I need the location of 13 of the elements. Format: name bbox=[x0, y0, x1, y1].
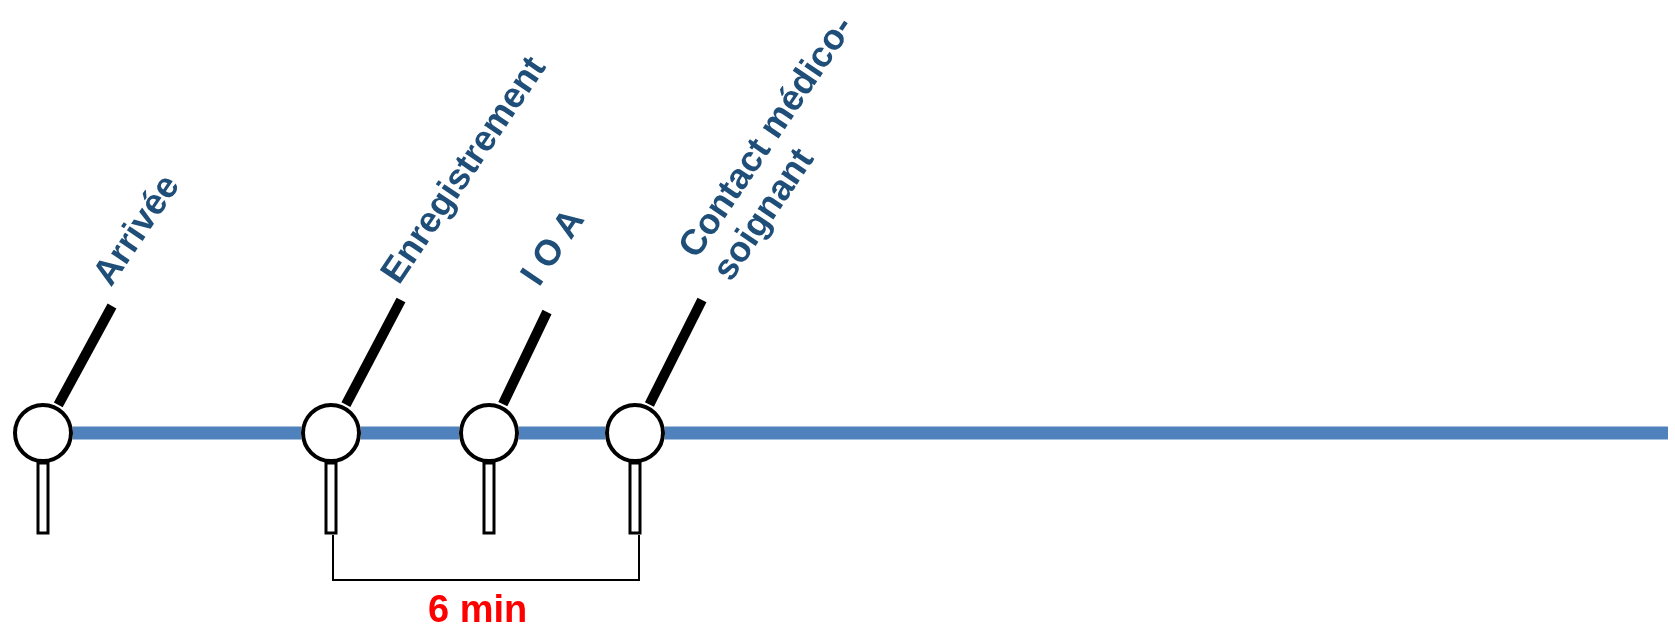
leader-line bbox=[53, 303, 117, 408]
timeline-circle-node bbox=[459, 403, 519, 463]
leader-line bbox=[644, 297, 707, 407]
leader-line bbox=[498, 309, 552, 407]
timeline-segment bbox=[361, 426, 459, 440]
duration-label: 6 min bbox=[428, 588, 528, 631]
timeline-circle-node bbox=[301, 403, 361, 463]
timeline-circle-node bbox=[13, 403, 73, 463]
timeline-circle-node bbox=[605, 403, 665, 463]
timeline-segment bbox=[73, 426, 301, 440]
timeline-segment bbox=[665, 426, 1668, 440]
timeline-segment bbox=[519, 426, 605, 440]
leader-line bbox=[341, 297, 406, 407]
